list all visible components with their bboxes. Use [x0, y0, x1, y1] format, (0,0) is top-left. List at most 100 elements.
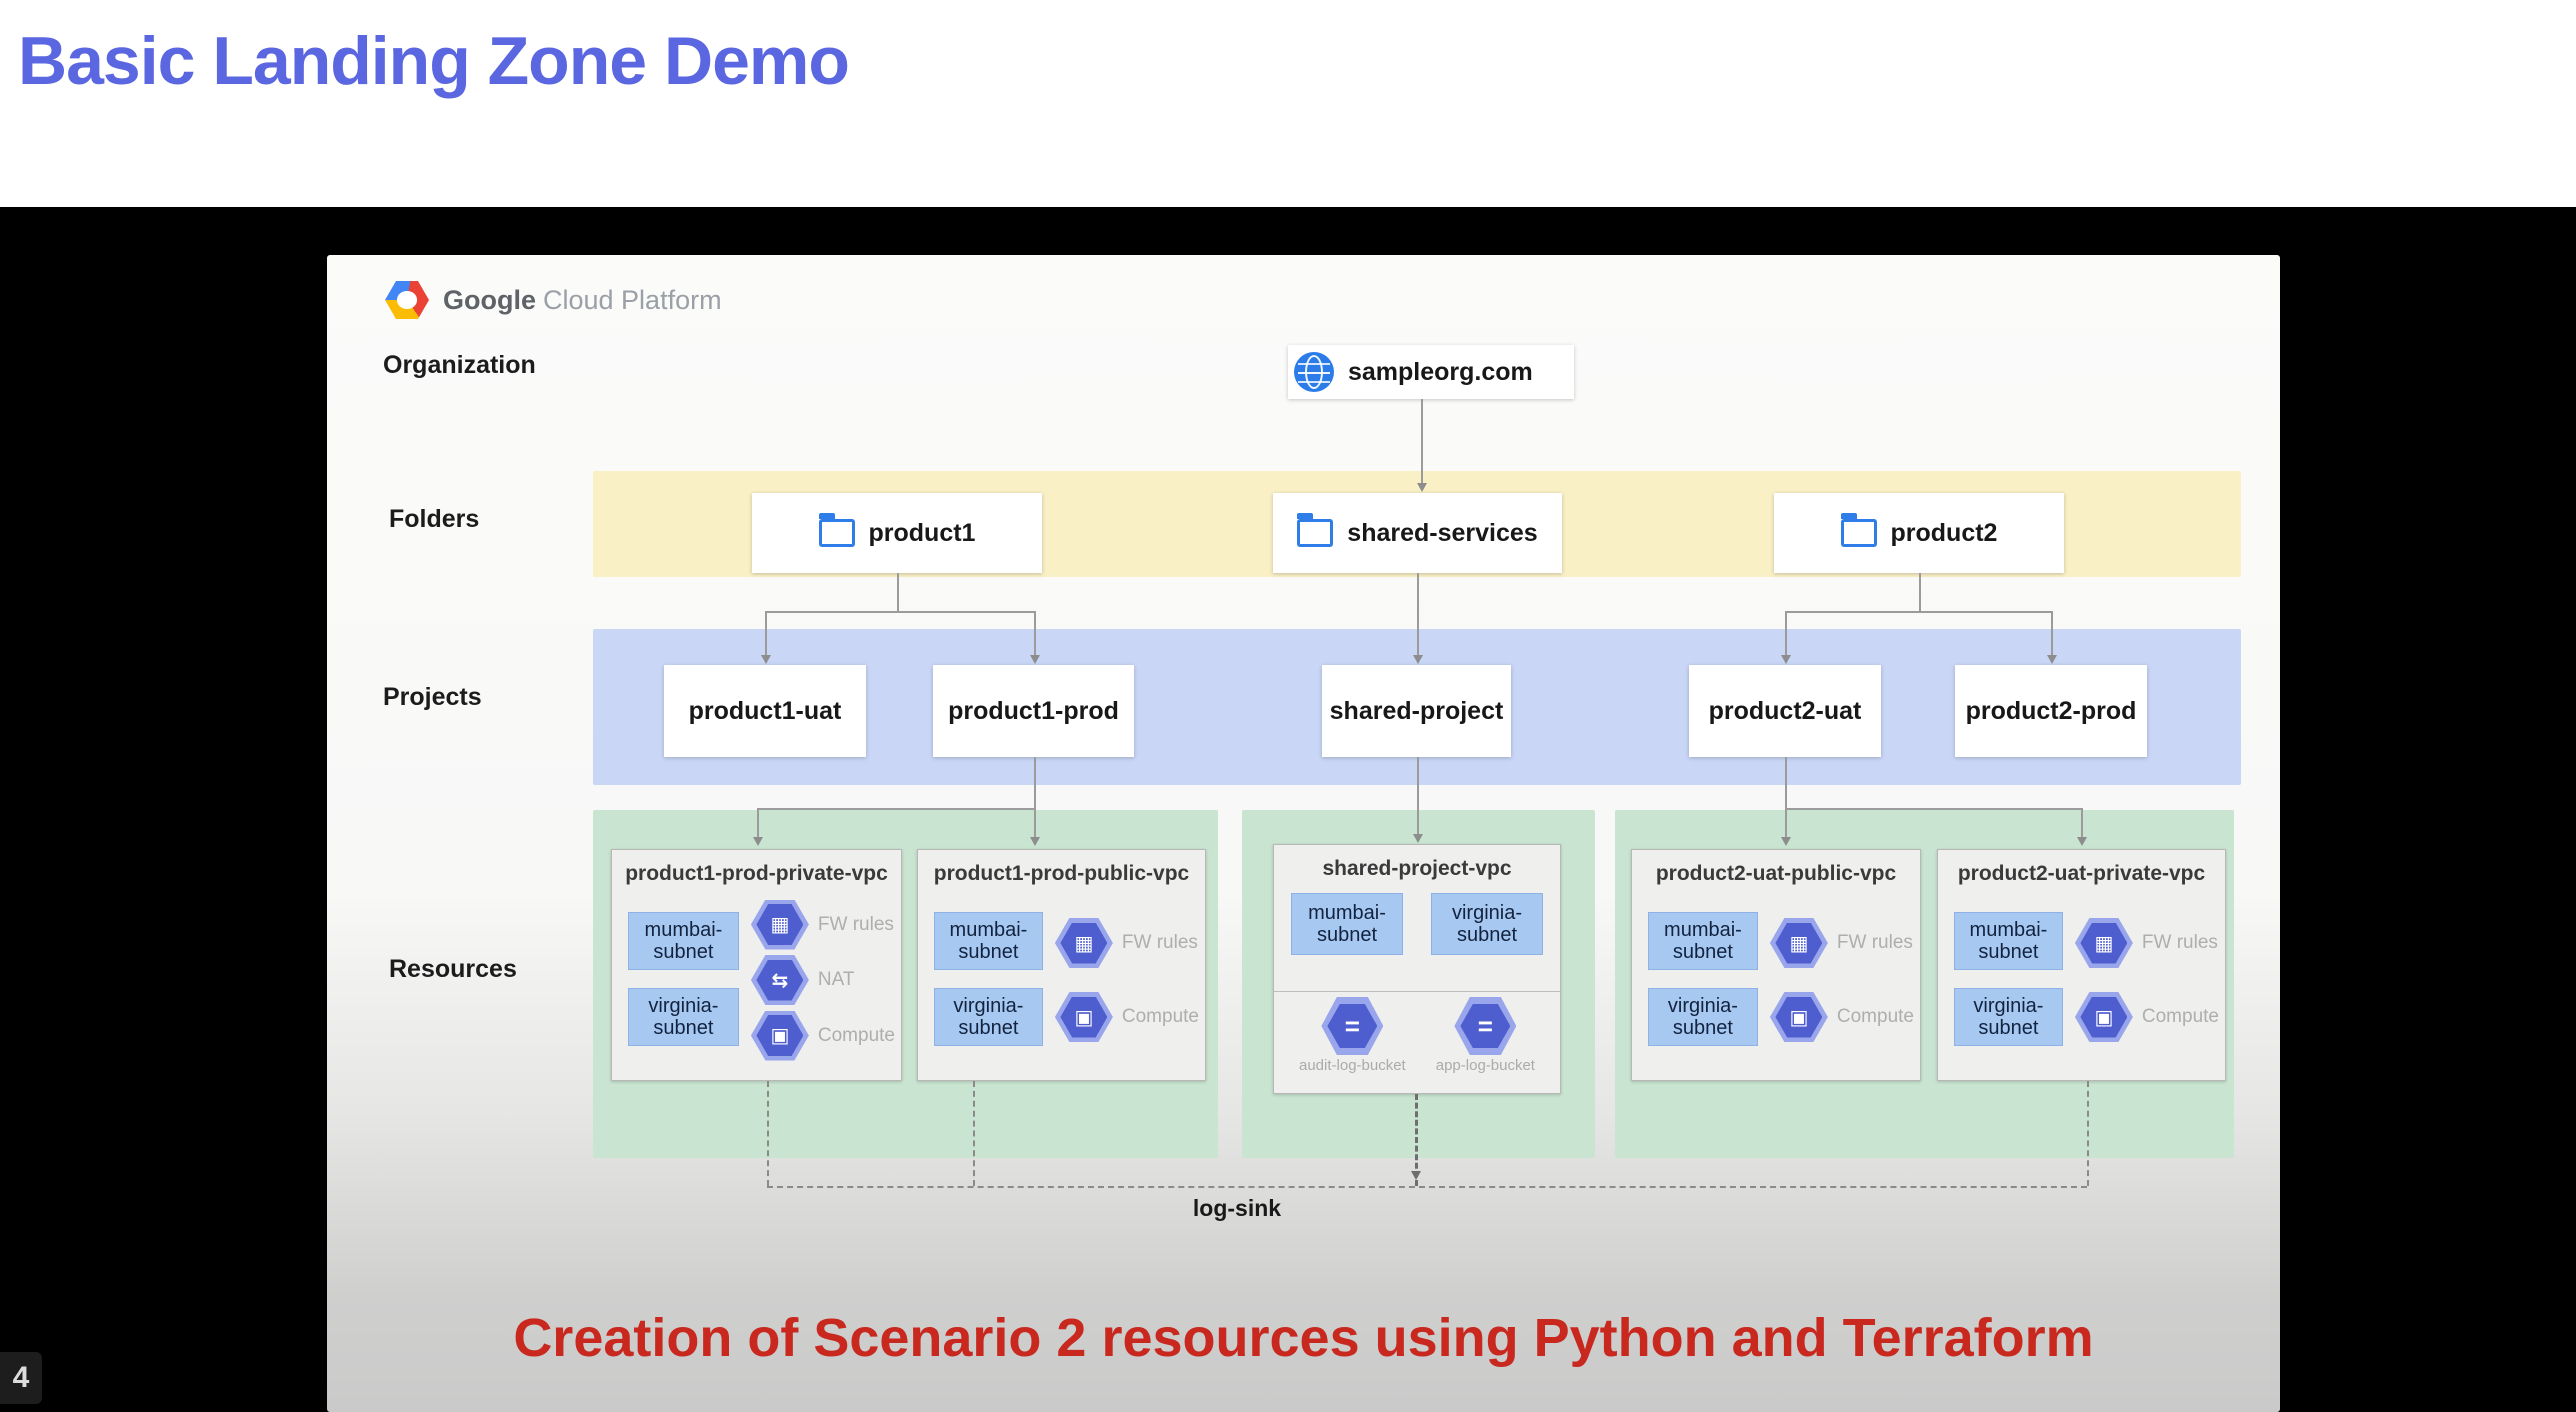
subnet-chip: mumbai-subnet: [1648, 912, 1758, 970]
connector-line: [1417, 757, 1419, 836]
subnet-chip: virginia-subnet: [934, 988, 1043, 1046]
subnet-chip: virginia-subnet: [1648, 988, 1758, 1046]
arrowhead-icon: [1030, 655, 1040, 664]
service-compute: ▣ Compute: [2074, 992, 2219, 1042]
service-firewall: ▦ FW rules: [750, 899, 895, 950]
subnet-column: mumbai-subnet virginia-subnet: [934, 894, 1043, 1064]
vpc-body: mumbai-subnet virginia-subnet ▦ FW rules…: [612, 886, 901, 1066]
vpc-title: product2-uat-public-vpc: [1655, 862, 1897, 885]
arrowhead-icon: [1413, 655, 1423, 664]
bucket-label: audit-log-bucket: [1299, 1057, 1406, 1074]
connector-line: [1785, 611, 2051, 613]
arrowhead-icon: [2077, 837, 2087, 846]
connector-line: [1034, 757, 1036, 808]
vpc-box-product1-prod-private: product1-prod-private-vpc mumbai-subnet …: [611, 849, 902, 1081]
project-label: shared-project: [1329, 696, 1504, 725]
folder-icon: [818, 513, 855, 547]
arrowhead-icon: [761, 655, 771, 664]
service-compute: ▣ Compute: [1054, 992, 1199, 1042]
bucket-hexagon-icon: =: [1454, 997, 1517, 1055]
bucket-hexagon-icon: =: [1321, 997, 1384, 1055]
folder-label: shared-services: [1347, 518, 1538, 547]
service-label: FW rules: [2141, 932, 2218, 953]
vpc-title: product1-prod-private-vpc: [625, 862, 888, 885]
project-label: product1-prod: [948, 696, 1119, 725]
firewall-hexagon-icon: ▦: [2074, 918, 2133, 968]
vpc-body: mumbai-subnet virginia-subnet ▦ FW rules…: [1938, 886, 2225, 1066]
bucket-row: = audit-log-bucket = app-log-bucket: [1274, 997, 1560, 1074]
folder-node-shared-services: shared-services: [1273, 493, 1562, 573]
organization-name: sampleorg.com: [1348, 357, 1533, 386]
compute-hexagon-icon: ▣: [1054, 992, 1113, 1042]
service-label: Compute: [1836, 1006, 1914, 1027]
compute-hexagon-icon: ▣: [750, 1010, 809, 1061]
service-column: ▦ FW rules ▣ Compute: [1758, 894, 1914, 1066]
vpc-box-product2-uat-public: product2-uat-public-vpc mumbai-subnet vi…: [1631, 849, 1921, 1081]
folder-icon: [1297, 513, 1334, 547]
subnet-chip: mumbai-subnet: [1954, 912, 2063, 970]
firewall-hexagon-icon: ▦: [750, 899, 809, 950]
connector-line: [765, 611, 767, 657]
service-nat: ⇆ NAT: [750, 955, 895, 1005]
log-sink-dashed-line: [767, 1081, 769, 1186]
slide-header-band: Basic Landing Zone Demo: [0, 0, 2576, 207]
row-label-projects: Projects: [383, 683, 482, 711]
service-label: Compute: [2141, 1006, 2219, 1027]
connector-line: [1785, 808, 1787, 839]
service-label: NAT: [817, 969, 855, 990]
log-sink-dashed-line: [973, 1081, 975, 1186]
folder-node-product1: product1: [752, 493, 1042, 573]
service-compute: ▣ Compute: [1769, 992, 1914, 1042]
connector-line: [1034, 611, 1036, 657]
vpc-body: mumbai-subnet virginia-subnet ▦ FW rules…: [918, 886, 1205, 1066]
service-column: ▦ FW rules ▣ Compute: [1043, 894, 1199, 1066]
firewall-hexagon-icon: ▦: [1054, 918, 1113, 968]
project-node-product1-prod: product1-prod: [933, 665, 1134, 757]
project-label: product2-prod: [1965, 696, 2137, 725]
service-firewall: ▦ FW rules: [2074, 918, 2219, 968]
bucket-label: app-log-bucket: [1435, 1057, 1535, 1074]
service-firewall: ▦ FW rules: [1769, 918, 1914, 968]
arrowhead-icon: [753, 837, 763, 846]
service-column: ▦ FW rules ⇆ NAT ▣ Compute: [739, 894, 895, 1066]
slide-caption: Creation of Scenario 2 resources using P…: [513, 1308, 2094, 1368]
log-sink-dashed-line: [1415, 1094, 1418, 1186]
subnet-chip: virginia-subnet: [1431, 893, 1543, 955]
folder-node-product2: product2: [1774, 493, 2064, 573]
log-sink-dashed-line: [767, 1186, 2087, 1188]
connector-line: [1421, 399, 1423, 485]
player-badge: 4: [0, 1352, 42, 1404]
connector-line: [1919, 573, 1921, 611]
service-label: Compute: [1121, 1006, 1199, 1027]
firewall-hexagon-icon: ▦: [1769, 918, 1828, 968]
divider: [1274, 991, 1560, 992]
arrowhead-icon: [2047, 655, 2057, 664]
connector-line: [757, 808, 759, 839]
arrowhead-icon: [1781, 837, 1791, 846]
vpc-body: mumbai-subnet virginia-subnet ▦ FW rules…: [1632, 886, 1920, 1066]
project-node-product2-uat: product2-uat: [1689, 665, 1881, 757]
subnet-chip: mumbai-subnet: [1291, 893, 1403, 955]
project-node-shared-project: shared-project: [1322, 665, 1511, 757]
folder-label: product2: [1890, 518, 1998, 547]
subnet-column: mumbai-subnet virginia-subnet: [1648, 894, 1758, 1064]
connector-line: [2081, 808, 2083, 839]
vpc-box-product1-prod-public: product1-prod-public-vpc mumbai-subnet v…: [917, 849, 1206, 1081]
service-column: ▦ FW rules ▣ Compute: [2063, 894, 2219, 1066]
subnet-column: mumbai-subnet virginia-subnet: [1954, 894, 2063, 1064]
globe-icon: [1294, 352, 1334, 392]
row-label-resources: Resources: [389, 955, 517, 983]
vpc-title: product1-prod-public-vpc: [933, 862, 1190, 885]
log-sink-label: log-sink: [1192, 1195, 1282, 1221]
connector-line: [1785, 757, 1787, 808]
folder-label: product1: [868, 518, 976, 547]
connector-line: [1417, 573, 1419, 657]
organization-node: sampleorg.com: [1288, 345, 1574, 399]
subnet-column: mumbai-subnet virginia-subnet: [628, 894, 739, 1064]
folder-icon: [1840, 513, 1877, 547]
subnet-chip: virginia-subnet: [1954, 988, 2063, 1046]
subnet-chip: mumbai-subnet: [628, 912, 739, 970]
connector-line: [2051, 611, 2053, 657]
